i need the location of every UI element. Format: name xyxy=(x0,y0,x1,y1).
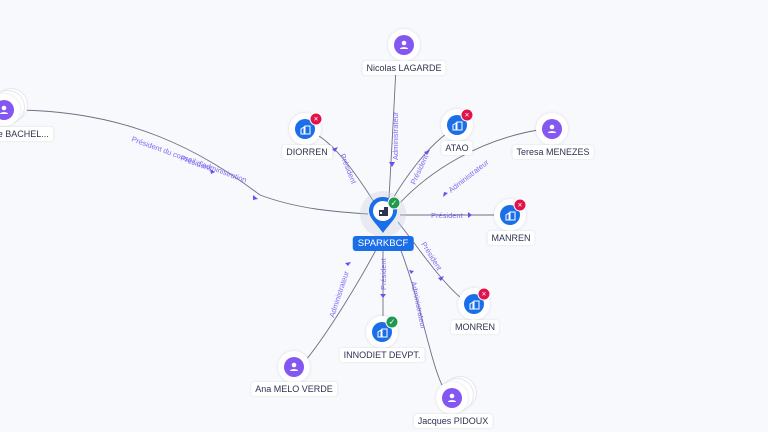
closed-status-badge: × xyxy=(460,108,474,122)
node-label: Ana MELO VERDE xyxy=(251,382,337,396)
edge-label-bachel-2: Président du conseil d'administration xyxy=(130,134,248,184)
edge-jacques xyxy=(399,247,443,386)
node-label: te BACHEL... xyxy=(0,127,53,141)
node-label: Jacques PIDOUX xyxy=(413,414,493,428)
person-icon xyxy=(542,119,562,139)
center-node-label[interactable]: SPARKBCF xyxy=(352,236,414,251)
arrow-icon xyxy=(253,195,258,200)
arrow-icon xyxy=(380,294,386,298)
edge-nicolas xyxy=(388,66,397,199)
edge-label-monren: Président xyxy=(419,240,444,272)
node-label: Teresa MENEZES xyxy=(512,145,594,159)
node-label: MONREN xyxy=(451,320,499,334)
edge-bachel xyxy=(19,109,369,215)
arrow-icon xyxy=(389,162,395,167)
edge-label-teresa: Administrateur xyxy=(447,157,491,194)
arrow-icon xyxy=(332,147,338,152)
person-icon xyxy=(284,357,304,377)
closed-status-badge: × xyxy=(477,287,491,301)
company-building-icon xyxy=(379,207,388,216)
edge-label-innodiet: Président xyxy=(379,257,388,290)
edge-label-jacques: Administrateur xyxy=(409,281,428,331)
node-label: Nicolas LAGARDE xyxy=(362,61,446,75)
edge-label-manren: Président xyxy=(431,211,464,220)
arrow-icon xyxy=(443,192,448,197)
person-icon xyxy=(394,35,414,55)
closed-status-badge: × xyxy=(513,198,527,212)
edge-teresa xyxy=(397,129,539,206)
edge-ana xyxy=(305,247,378,361)
edge-monren xyxy=(397,221,462,299)
closed-status-badge: × xyxy=(309,112,323,126)
edge-label-diorren: Président xyxy=(338,152,359,186)
node-label: MANREN xyxy=(487,231,535,245)
arrow-icon xyxy=(468,212,472,218)
arrow-icon xyxy=(345,262,351,266)
arrow-icon xyxy=(409,270,414,274)
active-status-badge: ✓ xyxy=(387,196,401,210)
edge-label-ana: Administrateur xyxy=(327,269,351,318)
edge-label-nicolas: Administrateur xyxy=(391,111,400,160)
active-status-badge: ✓ xyxy=(385,315,399,329)
arrow-icon xyxy=(438,276,444,281)
arrow-icon xyxy=(210,169,215,174)
edge-atao xyxy=(391,133,447,201)
node-label: INNODIET DEVPT. xyxy=(339,348,425,362)
node-label: ATAO xyxy=(441,141,473,155)
arrow-icon xyxy=(424,150,430,155)
node-label: DIORREN xyxy=(282,145,332,159)
person-icon xyxy=(442,388,462,408)
person-icon xyxy=(0,100,14,120)
edge-diorren xyxy=(318,135,375,203)
company-building-icon xyxy=(295,119,315,139)
